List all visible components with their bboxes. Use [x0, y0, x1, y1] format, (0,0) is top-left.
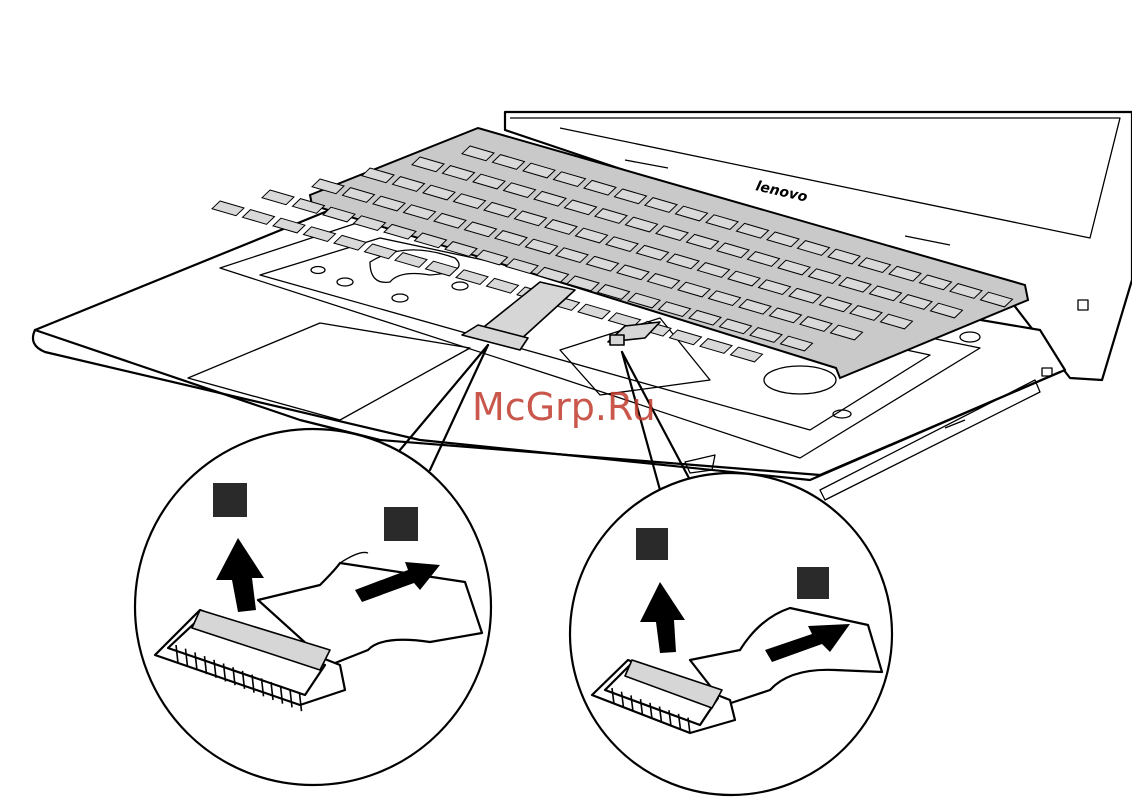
- right-callout: [570, 473, 892, 795]
- step-marker-1: [636, 528, 668, 560]
- step-marker-2: [384, 507, 418, 541]
- left-callout: [135, 429, 491, 785]
- watermark-text: McGrp.Ru: [472, 385, 656, 429]
- keyboard-key: [262, 190, 294, 205]
- keyboard-key: [212, 201, 244, 216]
- step-marker-2: [797, 567, 829, 599]
- step-marker-1: [213, 483, 247, 517]
- keyboard-key: [243, 210, 275, 225]
